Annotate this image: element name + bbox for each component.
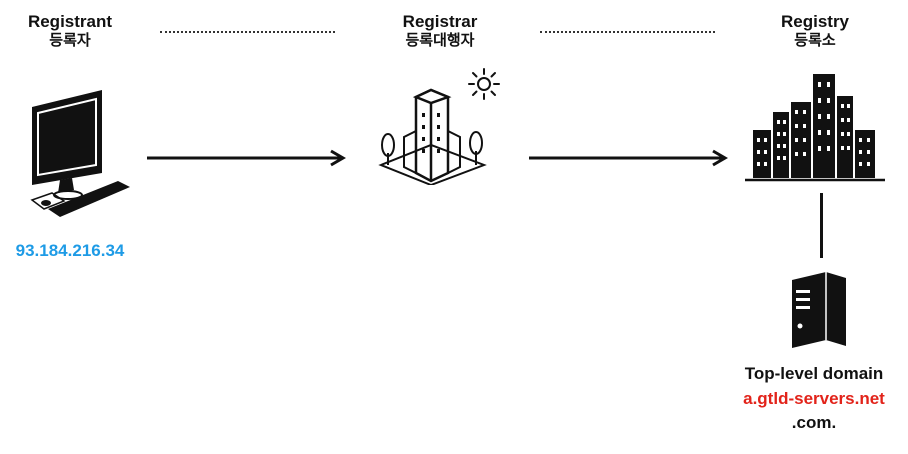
registrar-title-ko: 등록대행자 (405, 32, 475, 50)
tld-title: Top-level domain (744, 364, 884, 383)
tld-host: a.gtld-servers.net (743, 388, 885, 408)
registrar-title: Registrar (402, 12, 478, 31)
registrant-title-ko: 등록자 (49, 32, 91, 50)
server-icon (792, 272, 846, 348)
building-icon (378, 88, 487, 185)
sun-icon (468, 68, 500, 100)
dotted-connector (540, 31, 715, 33)
registrar-label: Registrar 등록대행자 (360, 12, 520, 50)
registry-title-ko: 등록소 (794, 32, 836, 50)
computer-icon (30, 90, 130, 217)
registry-to-server-connector (820, 193, 823, 258)
registry-label: Registry 등록소 (745, 12, 885, 50)
arrow-right-icon (529, 149, 728, 167)
tld-server-info: Top-level domain a.gtld-servers.net .com… (720, 362, 908, 436)
registry-title: Registry (780, 12, 850, 31)
tld-zone: .com. (791, 413, 837, 433)
registrant-ip: 93.184.216.34 (15, 241, 125, 260)
dotted-connector (160, 31, 335, 33)
registrant-label: Registrant 등록자 (0, 12, 140, 50)
registrant-title: Registrant (27, 12, 113, 31)
arrow-right-icon (147, 149, 346, 167)
city-icon (745, 74, 885, 182)
